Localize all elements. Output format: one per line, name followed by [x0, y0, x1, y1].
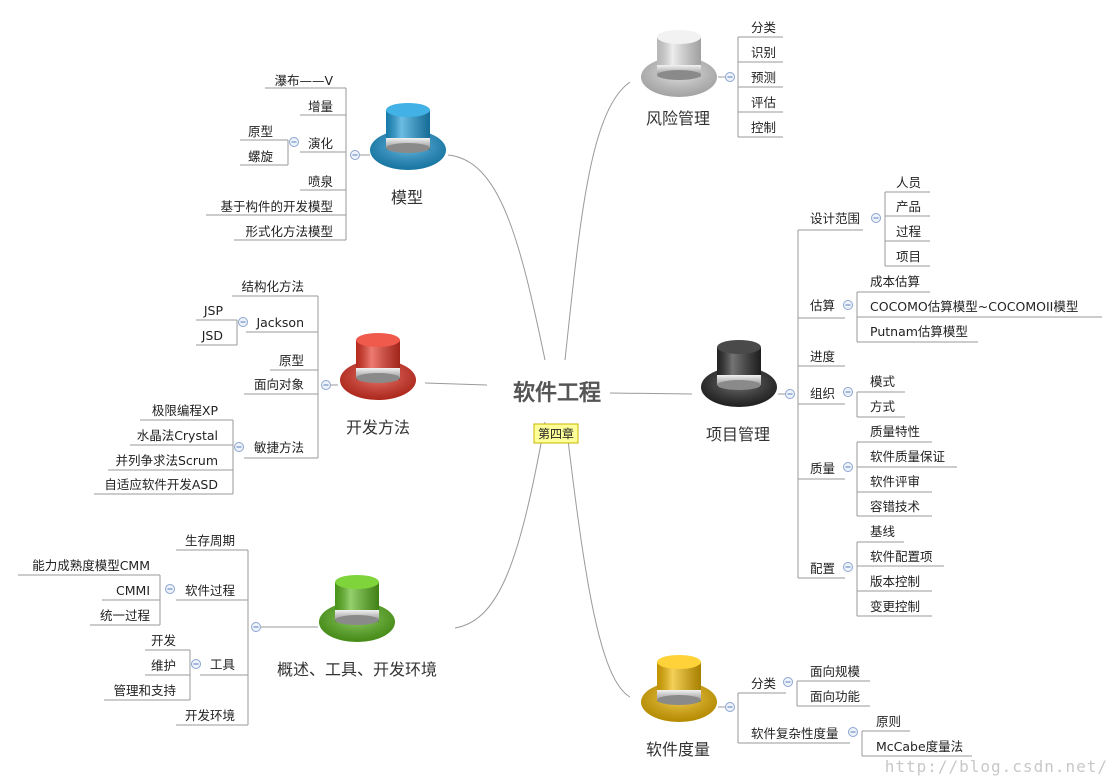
chapter-tag: 第四章	[538, 426, 574, 441]
node-label[interactable]: 水晶法Crystal	[137, 428, 218, 443]
node-label[interactable]: 设计范围	[810, 211, 860, 226]
node-label[interactable]: 瀑布——V	[274, 73, 333, 88]
node-label[interactable]: 面向功能	[810, 689, 861, 704]
node-label[interactable]: 敏捷方法	[254, 440, 304, 455]
node-label[interactable]: 管理和支持	[113, 683, 176, 698]
hat-icon-risk	[641, 30, 717, 97]
node-label[interactable]: 识别	[751, 45, 776, 60]
node-label[interactable]: JSP	[203, 303, 224, 318]
node-label[interactable]: 喷泉	[308, 174, 334, 189]
tree-lines	[18, 36, 1102, 757]
hat-icon-dev-method	[340, 333, 416, 400]
branch-title-dev-method[interactable]: 开发方法	[346, 418, 410, 437]
node-label[interactable]: 工具	[210, 657, 236, 672]
node-label[interactable]: 维护	[151, 658, 176, 673]
node-label[interactable]: 人员	[896, 175, 921, 190]
node-label[interactable]: 开发环境	[185, 708, 235, 723]
watermark: http://blog.csdn.net/	[885, 757, 1108, 776]
branch-risk-items: 分类 识别 预测 评估 控制	[751, 20, 777, 135]
node-label[interactable]: 模式	[870, 374, 896, 389]
node-label[interactable]: 螺旋	[248, 149, 274, 164]
node-label[interactable]: 成本估算	[870, 274, 920, 289]
node-label[interactable]: 增量	[308, 99, 333, 114]
branch-model-items: 瀑布——V 增量 演化 原型 螺旋 喷泉 基于构件的开发模型 形式化方法模型	[220, 73, 333, 239]
hat-icon-model	[370, 103, 446, 170]
branch-title-metric[interactable]: 软件度量	[646, 740, 710, 759]
node-label[interactable]: 统一过程	[100, 608, 151, 623]
node-label[interactable]: 预测	[751, 70, 776, 85]
node-label[interactable]: 原型	[279, 353, 304, 368]
node-label[interactable]: 控制	[751, 120, 776, 135]
branch-title-overview[interactable]: 概述、工具、开发环境	[277, 660, 437, 679]
node-label[interactable]: 软件复杂性度量	[751, 726, 839, 741]
node-label[interactable]: 软件配置项	[870, 549, 933, 564]
hat-icon-overview	[319, 575, 395, 642]
node-label[interactable]: 容错技术	[870, 499, 921, 514]
node-label[interactable]: 估算	[810, 298, 835, 313]
node-label[interactable]: 分类	[751, 20, 777, 35]
main-connectors	[424, 81, 693, 698]
node-label[interactable]: 软件评审	[870, 474, 920, 489]
node-label[interactable]: Putnam估算模型	[870, 324, 968, 339]
node-label[interactable]: 组织	[810, 386, 835, 401]
node-label[interactable]: COCOMO估算模型~COCOMOII模型	[870, 299, 1078, 314]
node-label[interactable]: 版本控制	[870, 574, 920, 589]
node-label[interactable]: 分类	[751, 676, 777, 691]
branch-dev-method-items: 结构化方法 Jackson JSP JSD 原型 面向对象 极限编程XP 水晶法…	[104, 279, 304, 492]
hat-icon-metric	[641, 655, 717, 722]
node-label[interactable]: 面向规模	[810, 664, 861, 679]
branch-overview-items: 生存周期 能力成熟度模型CMM CMMI 统一过程 软件过程 开发 维护 管理和…	[32, 533, 235, 723]
node-label[interactable]: 过程	[896, 224, 922, 239]
branch-project-items: 设计范围 人员 产品 过程 项目 估算 成本估算 COCOMO估算模型~COCO…	[810, 175, 1078, 614]
node-label[interactable]: 基于构件的开发模型	[220, 199, 333, 214]
node-label[interactable]: 方式	[870, 399, 896, 414]
branch-title-project[interactable]: 项目管理	[706, 425, 770, 444]
node-label[interactable]: 形式化方法模型	[245, 224, 333, 239]
node-label[interactable]: McCabe度量法	[876, 739, 963, 754]
node-label[interactable]: 项目	[896, 249, 921, 264]
hat-icon-project	[701, 340, 777, 407]
node-label[interactable]: 生存周期	[185, 533, 235, 548]
node-label[interactable]: 自适应软件开发ASD	[104, 477, 218, 492]
node-label[interactable]: JSD	[201, 328, 223, 343]
node-label[interactable]: 演化	[308, 136, 334, 151]
node-label[interactable]: 质量	[810, 461, 835, 476]
center-node[interactable]: 软件工程 第四章	[513, 380, 601, 444]
node-label[interactable]: 原型	[248, 124, 273, 139]
node-label[interactable]: 开发	[151, 633, 177, 648]
node-label[interactable]: Jackson	[255, 315, 304, 330]
branch-metric-items: 分类 面向规模 面向功能 软件复杂性度量 原则 McCabe度量法	[751, 664, 963, 754]
node-label[interactable]: 能力成熟度模型CMM	[32, 558, 150, 573]
node-label[interactable]: 产品	[896, 199, 921, 214]
node-label[interactable]: 变更控制	[870, 599, 920, 614]
node-label[interactable]: 质量特性	[870, 424, 920, 439]
node-label[interactable]: 进度	[810, 349, 836, 364]
node-label[interactable]: 面向对象	[254, 377, 304, 392]
center-title: 软件工程	[513, 380, 601, 406]
node-label[interactable]: 极限编程XP	[152, 403, 219, 418]
node-label[interactable]: CMMI	[116, 583, 150, 598]
branch-title-model[interactable]: 模型	[391, 188, 423, 207]
branch-title-risk[interactable]: 风险管理	[646, 109, 710, 128]
node-label[interactable]: 软件质量保证	[870, 449, 946, 464]
node-label[interactable]: 结构化方法	[241, 279, 304, 294]
collapse-minus-marks	[167, 76, 879, 733]
node-label[interactable]: 评估	[751, 95, 776, 110]
node-label[interactable]: 软件过程	[185, 583, 236, 598]
node-label[interactable]: 配置	[810, 561, 835, 576]
node-label[interactable]: 原则	[876, 714, 901, 729]
node-label[interactable]: 并列争求法Scrum	[115, 453, 218, 468]
node-label[interactable]: 基线	[870, 524, 896, 539]
